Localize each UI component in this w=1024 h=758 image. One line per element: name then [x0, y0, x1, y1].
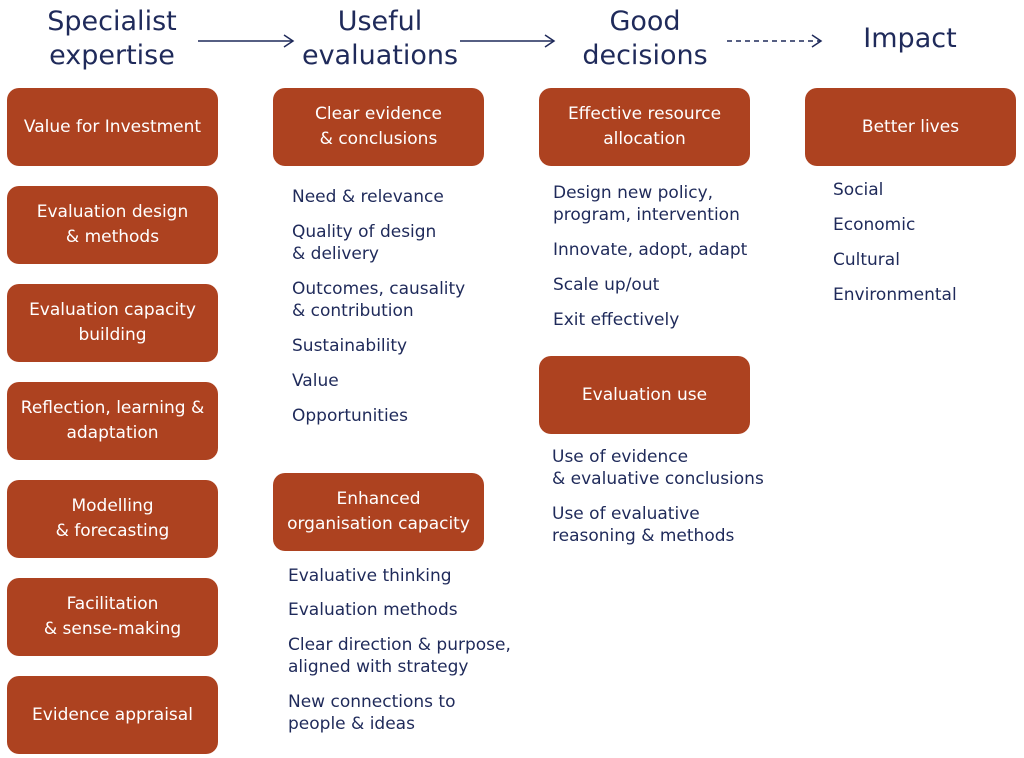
impact-item-environmental: Environmental — [833, 285, 957, 305]
useful-item-need-relevance: Need & relevance — [292, 187, 444, 207]
expertise-box-evidence-appraisal: Evidence appraisal — [7, 676, 218, 754]
expertise-box-value-for-investment: Value for Investment — [7, 88, 218, 166]
expertise-box-modelling: Modelling & forecasting — [7, 480, 218, 558]
useful-item-new-connections: New connections to people & ideas — [288, 692, 456, 734]
decisions-item-exit: Exit effectively — [553, 310, 680, 330]
decisions-item-innovate: Innovate, adopt, adapt — [553, 240, 748, 260]
useful-item-value: Value — [292, 371, 339, 391]
useful-item-sustainability: Sustainability — [292, 336, 408, 356]
decisions-box-resource-allocation: Effective resource allocation — [539, 88, 750, 166]
expertise-box-evaluation-design: Evaluation design & methods — [7, 186, 218, 264]
expertise-box-evaluation-capacity: Evaluation capacity building — [7, 284, 218, 362]
useful-item-outcomes: Outcomes, causality & contribution — [292, 279, 466, 321]
decisions-item-scale: Scale up/out — [553, 275, 660, 295]
decisions-item-use-evidence: Use of evidence & evaluative conclusions — [552, 447, 764, 489]
useful-item-evaluation-methods: Evaluation methods — [288, 600, 458, 620]
header-good-decisions: Good decisions — [582, 6, 708, 71]
header-specialist-expertise: Specialist expertise — [47, 6, 177, 71]
useful-item-opportunities: Opportunities — [292, 406, 408, 426]
decisions-item-use-reasoning: Use of evaluative reasoning & methods — [552, 504, 735, 546]
impact-box-better-lives: Better lives — [805, 88, 1016, 166]
header-useful-evaluations: Useful evaluations — [301, 6, 459, 71]
useful-item-quality-design: Quality of design & delivery — [292, 222, 437, 264]
expertise-box-reflection-learning: Reflection, learning & adaptation — [7, 382, 218, 460]
header-impact: Impact — [863, 23, 957, 54]
decisions-item-design-policy: Design new policy, program, intervention — [553, 183, 740, 225]
impact-item-social: Social — [833, 180, 884, 200]
useful-item-evaluative-thinking: Evaluative thinking — [288, 566, 452, 586]
decisions-box-evaluation-use: Evaluation use — [539, 356, 750, 434]
expertise-box-facilitation: Facilitation & sense-making — [7, 578, 218, 656]
useful-box-clear-evidence: Clear evidence & conclusions — [273, 88, 484, 166]
useful-item-clear-direction: Clear direction & purpose, aligned with … — [288, 635, 511, 677]
impact-item-cultural: Cultural — [833, 250, 900, 270]
impact-item-economic: Economic — [833, 215, 916, 235]
useful-box-enhanced-capacity: Enhanced organisation capacity — [273, 473, 484, 551]
